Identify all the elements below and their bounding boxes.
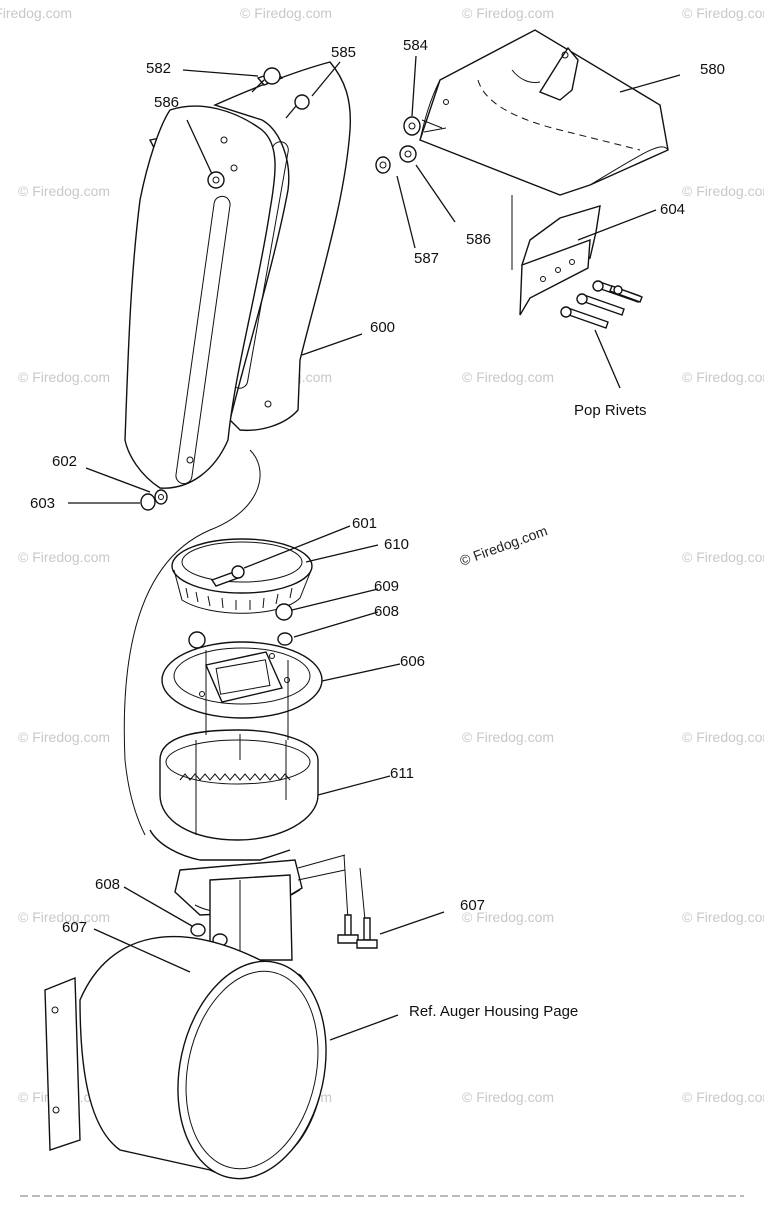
watermark: © Firedog.com bbox=[462, 729, 554, 745]
watermark: © Firedog.com bbox=[682, 5, 764, 21]
watermark: © Firedog.com bbox=[18, 909, 110, 925]
callout-580: 580 bbox=[700, 61, 725, 78]
callout-labels: 582 585 586 584 580 586 587 604 Pop Rive… bbox=[30, 37, 725, 1020]
callout-582: 582 bbox=[146, 60, 171, 77]
callout-606: 606 bbox=[400, 653, 425, 670]
plate-606 bbox=[161, 641, 323, 719]
callout-608: 608 bbox=[95, 876, 120, 893]
callout-608: 608 bbox=[374, 603, 399, 620]
callout-600: 600 bbox=[370, 319, 395, 336]
ref-auger-housing-label: Ref. Auger Housing Page bbox=[409, 1003, 578, 1020]
watermark: © Firedog.com bbox=[0, 5, 72, 21]
callout-610: 610 bbox=[384, 536, 409, 553]
callout-604: 604 bbox=[660, 201, 685, 218]
watermark: © Firedog.com bbox=[18, 549, 110, 565]
watermark: © Firedog.com bbox=[462, 1089, 554, 1105]
callout-586: 586 bbox=[466, 231, 491, 248]
gear-ring-611 bbox=[149, 650, 319, 861]
watermark: © Firedog.com bbox=[682, 183, 764, 199]
guide-curve bbox=[123, 449, 261, 836]
center-watermark: © Firedog.com bbox=[458, 522, 550, 569]
pop-rivets-label: Pop Rivets bbox=[574, 402, 647, 419]
callout-602: 602 bbox=[52, 453, 77, 470]
watermark-layer: © Firedog.com © Firedog.com © Firedog.co… bbox=[0, 5, 764, 1105]
watermark: © Firedog.com bbox=[462, 369, 554, 385]
watermark: © Firedog.com bbox=[240, 5, 332, 21]
upper-chute-600 bbox=[124, 61, 352, 489]
auger-housing-chute-base bbox=[44, 854, 378, 1180]
watermark: © Firedog.com bbox=[682, 1089, 764, 1105]
watermark: © Firedog.com bbox=[682, 369, 764, 385]
nut-603-washer-602 bbox=[140, 489, 168, 511]
callout-587: 587 bbox=[414, 250, 439, 267]
ring-610 bbox=[171, 538, 313, 614]
callout-584: 584 bbox=[403, 37, 428, 54]
callout-603: 603 bbox=[30, 495, 55, 512]
watermark: © Firedog.com bbox=[18, 729, 110, 745]
callout-607: 607 bbox=[62, 919, 87, 936]
callout-607: 607 bbox=[460, 897, 485, 914]
callout-586: 586 bbox=[154, 94, 179, 111]
callout-609: 609 bbox=[374, 578, 399, 595]
watermark: © Firedog.com bbox=[462, 5, 554, 21]
leader-lines bbox=[68, 55, 681, 1041]
watermark: © Firedog.com bbox=[462, 909, 554, 925]
watermark: © Firedog.com bbox=[682, 909, 764, 925]
callout-585: 585 bbox=[331, 44, 356, 61]
watermark: © Firedog.com bbox=[682, 549, 764, 565]
callout-611: 611 bbox=[390, 765, 414, 782]
deflector-580 bbox=[375, 29, 669, 196]
plate-604-rivets bbox=[511, 195, 643, 329]
watermark: © Firedog.com bbox=[18, 369, 110, 385]
watermark: © Firedog.com bbox=[682, 729, 764, 745]
callout-601: 601 bbox=[352, 515, 377, 532]
watermark: © Firedog.com bbox=[18, 183, 110, 199]
